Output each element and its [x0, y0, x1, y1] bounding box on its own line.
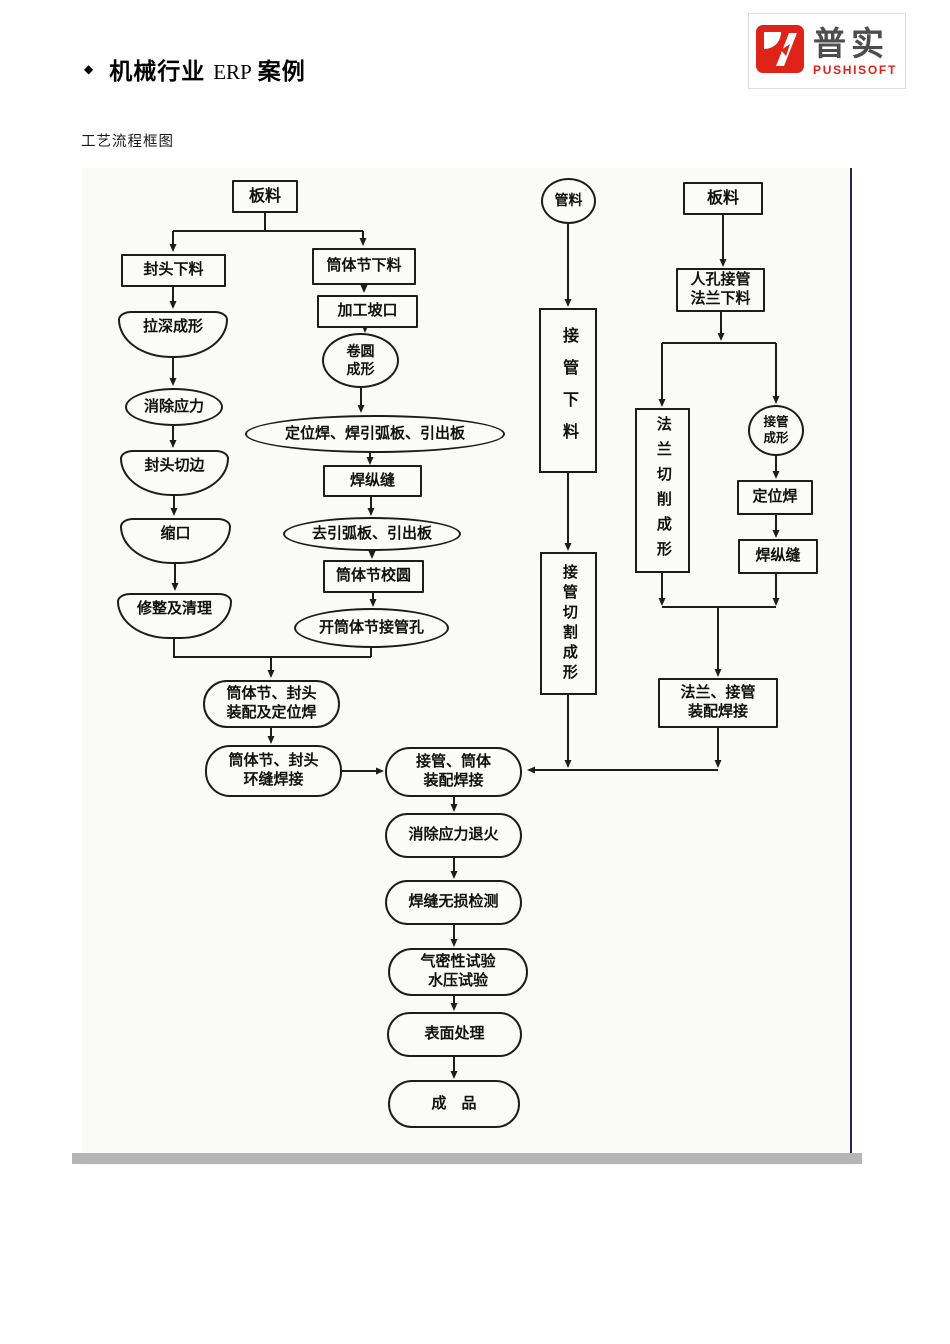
pushisoft-logo-icon [755, 24, 805, 79]
logo-texts: 普实 PUSHISOFT [813, 27, 897, 76]
image-right-border [850, 168, 852, 1155]
page-title: ◆ 机械行业 ERP 案例 [84, 52, 306, 86]
node-finished-product: 成 品 [388, 1080, 520, 1128]
node-roll-forming: 卷圆 成形 [322, 333, 399, 388]
image-bottom-bar [72, 1153, 862, 1164]
node-flange-machining-forming: 法兰切削成形 [635, 408, 690, 573]
node-shell-head-assembly-tack-weld: 筒体节、封头 装配及定位焊 [203, 680, 340, 728]
node-longitudinal-seam-weld-right: 焊纵缝 [738, 539, 818, 574]
logo-en-text: PUSHISOFT [813, 62, 897, 77]
diamond-bullet-icon: ◆ [84, 62, 94, 76]
node-surface-treatment: 表面处理 [387, 1012, 522, 1057]
node-weld-ndt: 焊缝无损检测 [385, 880, 522, 925]
pushisoft-logo: 普实 PUSHISOFT [748, 13, 906, 89]
node-tack-weld-right: 定位焊 [737, 480, 813, 515]
diagram-caption: 工艺流程框图 [81, 134, 174, 150]
title-cn-tail: 案例 [257, 58, 306, 84]
node-stress-relief-annealing: 消除应力退火 [385, 813, 522, 858]
title-cn-lead: 机械行业 [109, 58, 206, 84]
title-erp: ERP [213, 60, 252, 84]
node-stress-relief: 消除应力 [125, 388, 223, 426]
node-nozzle-shell-assembly-weld: 接管、筒体 装配焊接 [385, 747, 522, 797]
node-tack-weld-arc-plates: 定位焊、焊引弧板、引出板 [245, 415, 505, 453]
node-plate-stock-left: 板料 [232, 180, 298, 213]
node-remove-arc-plates: 去引弧板、引出板 [283, 517, 461, 551]
node-pipe-stock: 管料 [541, 178, 596, 224]
node-open-nozzle-holes: 开筒体节接管孔 [294, 608, 449, 648]
node-nozzle-forming: 接管 成形 [748, 405, 804, 456]
process-flow-diagram: 板料 封头下料 拉深成形 消除应力 封头切边 缩口 修整及清理 筒体节下料 加工… [72, 168, 862, 1165]
node-plate-stock-right: 板料 [683, 182, 763, 215]
node-manhole-nozzle-flange-blanking: 人孔接管 法兰下料 [676, 268, 765, 312]
node-shell-head-circ-seam-weld: 筒体节、封头 环缝焊接 [205, 745, 342, 797]
node-head-blanking: 封头下料 [121, 254, 226, 287]
node-shell-section-rounding: 筒体节校圆 [323, 560, 424, 593]
node-nozzle-blanking: 接管下料 [539, 308, 597, 473]
node-nozzle-cutting-forming: 接管切割成形 [540, 552, 597, 695]
node-bevel-machining: 加工坡口 [317, 295, 418, 328]
node-tightness-hydro-test: 气密性试验 水压试验 [388, 948, 528, 996]
node-longitudinal-seam-weld: 焊纵缝 [323, 465, 422, 497]
logo-cn-text: 普实 [813, 24, 889, 62]
node-flange-nozzle-assembly-weld: 法兰、接管 装配焊接 [658, 678, 778, 728]
node-shell-section-blanking: 筒体节下料 [312, 248, 416, 285]
flow-connectors [169, 213, 780, 1079]
